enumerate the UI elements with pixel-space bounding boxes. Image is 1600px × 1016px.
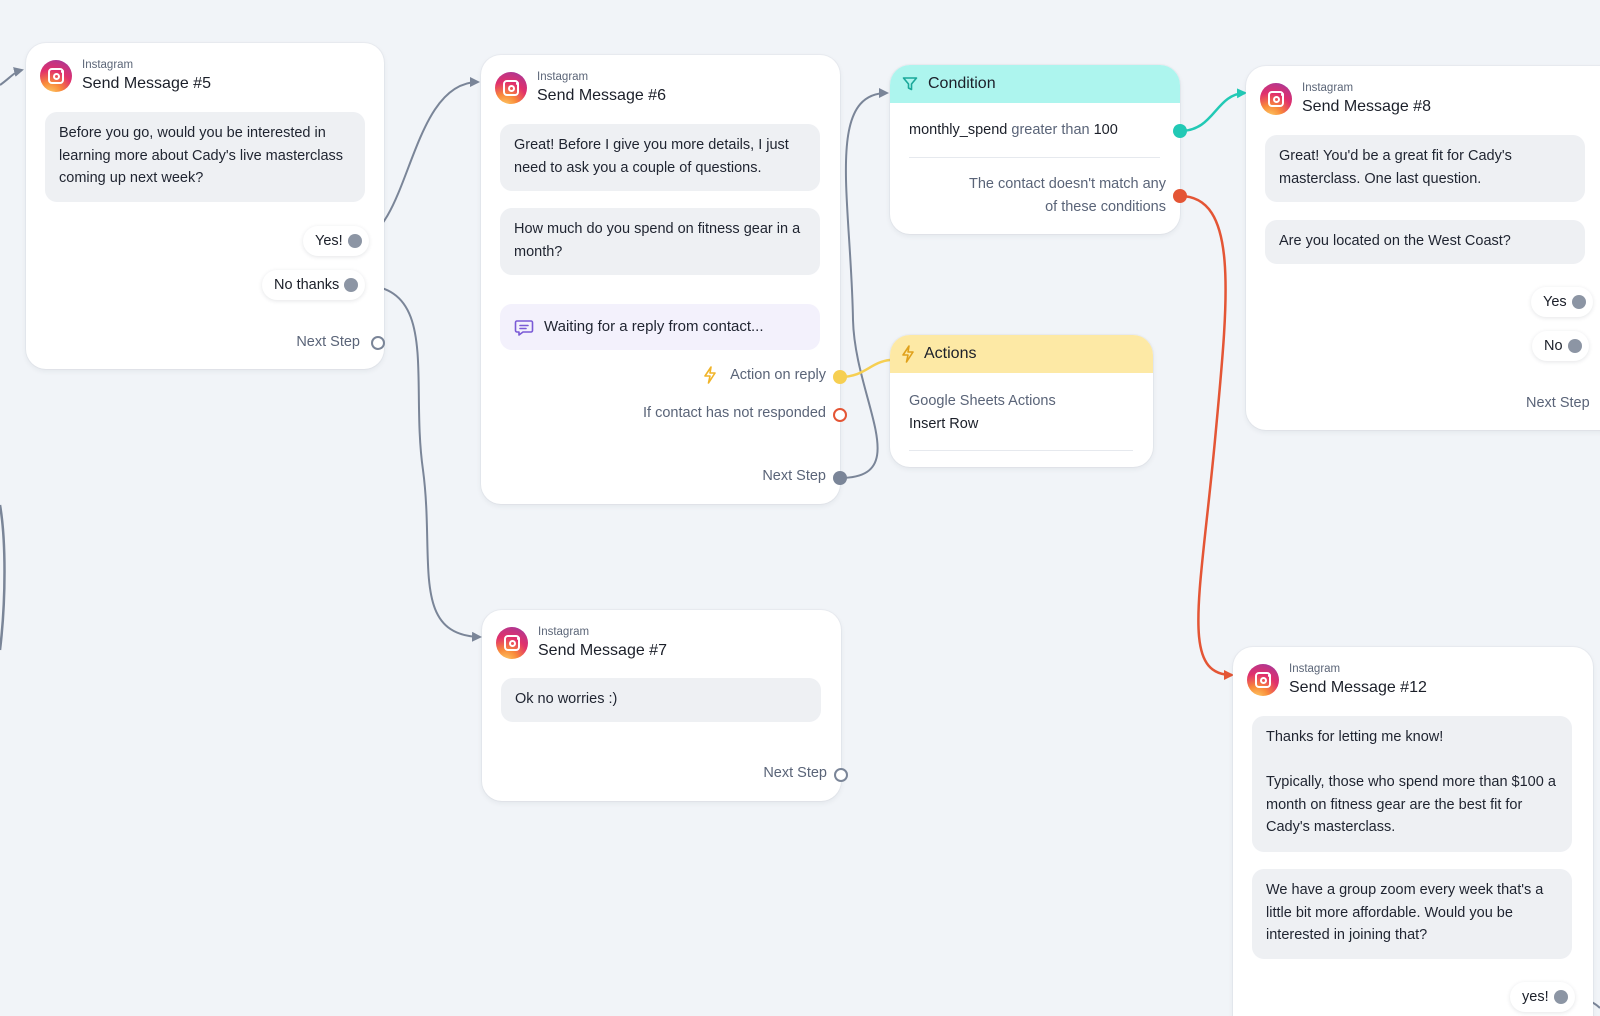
- lightning-icon: [704, 366, 716, 384]
- next-step-label: Next Step: [762, 468, 826, 484]
- button-port[interactable]: [1567, 339, 1582, 353]
- condition-match-port[interactable]: [1173, 124, 1187, 138]
- wire-condition-to-m8[interactable]: [1179, 88, 1247, 133]
- button-port[interactable]: [347, 234, 362, 248]
- node-condition[interactable]: Condition monthly_spend greater than 100…: [890, 65, 1187, 234]
- condition-rule[interactable]: monthly_spend greater than 100: [909, 122, 1118, 138]
- actions-header: Actions: [890, 335, 1153, 373]
- wire-else-to-m12[interactable]: [1179, 194, 1234, 680]
- message-bubble[interactable]: Ok no worries :): [501, 678, 821, 722]
- node-send-message-6[interactable]: Instagram Send Message #6 Great! Before …: [481, 55, 847, 504]
- button-label: yes!: [1522, 989, 1549, 1005]
- next-step-label: Next Step: [296, 334, 360, 350]
- condition-field: monthly_spend: [909, 122, 1008, 138]
- wire-left-edge[interactable]: [0, 504, 6, 651]
- next-step-port[interactable]: [833, 471, 847, 485]
- button-yes[interactable]: yes!: [1510, 982, 1575, 1012]
- node-send-message-7[interactable]: Instagram Send Message #7 Ok no worries …: [482, 610, 848, 801]
- node-header: Instagram Send Message #6: [495, 71, 666, 106]
- actions-title: Actions: [924, 345, 977, 362]
- waiting-label: Waiting for a reply from contact...: [544, 317, 764, 335]
- not-responded-label: If contact has not responded: [643, 405, 826, 421]
- next-step-port[interactable]: [834, 768, 848, 782]
- message-bubble[interactable]: Are you located on the West Coast?: [1265, 220, 1585, 264]
- button-yes[interactable]: Yes!: [303, 226, 369, 256]
- node-actions[interactable]: Actions Google Sheets Actions Insert Row: [890, 335, 1153, 467]
- node-header: Instagram Send Message #8: [1260, 82, 1431, 117]
- action-item[interactable]: Google Sheets Actions Insert Row: [909, 390, 1056, 435]
- lightning-icon: [902, 345, 914, 363]
- platform-label: Instagram: [537, 71, 589, 83]
- button-label: Yes: [1543, 294, 1567, 310]
- action-on-reply-label: Action on reply: [730, 367, 826, 383]
- condition-header: Condition: [890, 65, 1180, 103]
- button-no[interactable]: No: [1532, 331, 1589, 361]
- message-bubble[interactable]: Before you go, would you be interested i…: [45, 112, 365, 202]
- instagram-icon: [40, 60, 72, 92]
- instagram-icon: [1260, 83, 1292, 115]
- node-title: Send Message #6: [537, 87, 666, 104]
- wire-into-m5[interactable]: [0, 67, 24, 86]
- node-title: Send Message #12: [1289, 679, 1427, 696]
- platform-label: Instagram: [1302, 82, 1354, 94]
- condition-value: 100: [1093, 122, 1118, 138]
- wire-reply-to-actions[interactable]: [839, 358, 891, 379]
- node-header: Instagram Send Message #7: [496, 626, 667, 661]
- node-header: Instagram Send Message #12: [1247, 663, 1427, 698]
- platform-label: Instagram: [1289, 663, 1341, 675]
- else-line-1: The contact doesn't match any: [968, 176, 1166, 192]
- node-title: Send Message #8: [1302, 98, 1431, 115]
- message-bubble[interactable]: Great! You'd be a great fit for Cady's m…: [1265, 135, 1585, 202]
- condition-title: Condition: [928, 75, 996, 92]
- button-label: Yes!: [315, 233, 343, 249]
- button-label: No: [1544, 338, 1563, 354]
- node-header: Instagram Send Message #5: [40, 59, 211, 94]
- action-on-reply-port[interactable]: [833, 370, 847, 384]
- platform-label: Instagram: [538, 626, 590, 638]
- next-step-label: Next Step: [1526, 395, 1590, 411]
- not-responded-port[interactable]: [833, 408, 847, 422]
- node-send-message-8[interactable]: Instagram Send Message #8 Great! You'd b…: [1246, 66, 1600, 430]
- button-port[interactable]: [1553, 990, 1568, 1004]
- node-send-message-12[interactable]: Instagram Send Message #12 Thanks for le…: [1233, 647, 1593, 1016]
- next-step-port[interactable]: [371, 336, 385, 350]
- waiting-for-reply[interactable]: Waiting for a reply from contact...: [500, 304, 820, 350]
- node-title: Send Message #5: [82, 75, 211, 92]
- button-port[interactable]: [344, 278, 359, 292]
- next-step-label: Next Step: [763, 765, 827, 781]
- chat-bubble-icon: [514, 320, 534, 336]
- condition-else-port[interactable]: [1173, 189, 1187, 203]
- condition-else-label: The contact doesn't match any of these c…: [969, 173, 1166, 218]
- node-send-message-5[interactable]: Instagram Send Message #5 Before you go,…: [26, 43, 385, 369]
- message-bubble[interactable]: Thanks for letting me know! Typically, t…: [1252, 716, 1572, 852]
- action-name: Insert Row: [909, 415, 979, 432]
- node-title: Send Message #7: [538, 642, 667, 659]
- instagram-icon: [496, 627, 528, 659]
- message-bubble[interactable]: We have a group zoom every week that's a…: [1252, 869, 1572, 959]
- button-label: No thanks: [274, 277, 340, 293]
- wire-no-thanks-to-m7[interactable]: [359, 284, 482, 642]
- button-yes[interactable]: Yes: [1531, 287, 1593, 317]
- message-bubble[interactable]: How much do you spend on fitness gear in…: [500, 208, 820, 275]
- filter-icon: [902, 77, 918, 91]
- button-no-thanks[interactable]: No thanks: [262, 270, 366, 300]
- platform-label: Instagram: [82, 59, 134, 71]
- button-port[interactable]: [1571, 295, 1586, 309]
- instagram-icon: [495, 72, 527, 104]
- actions-divider: [909, 450, 1133, 451]
- condition-divider: [909, 157, 1160, 158]
- instagram-icon: [1247, 664, 1279, 696]
- wire-m6-next-to-condition[interactable]: [839, 88, 889, 479]
- action-group: Google Sheets Actions: [909, 393, 1056, 409]
- else-line-2: of these conditions: [1045, 198, 1166, 215]
- message-bubble[interactable]: Great! Before I give you more details, I…: [500, 124, 820, 191]
- condition-operator: greater than: [1011, 122, 1090, 138]
